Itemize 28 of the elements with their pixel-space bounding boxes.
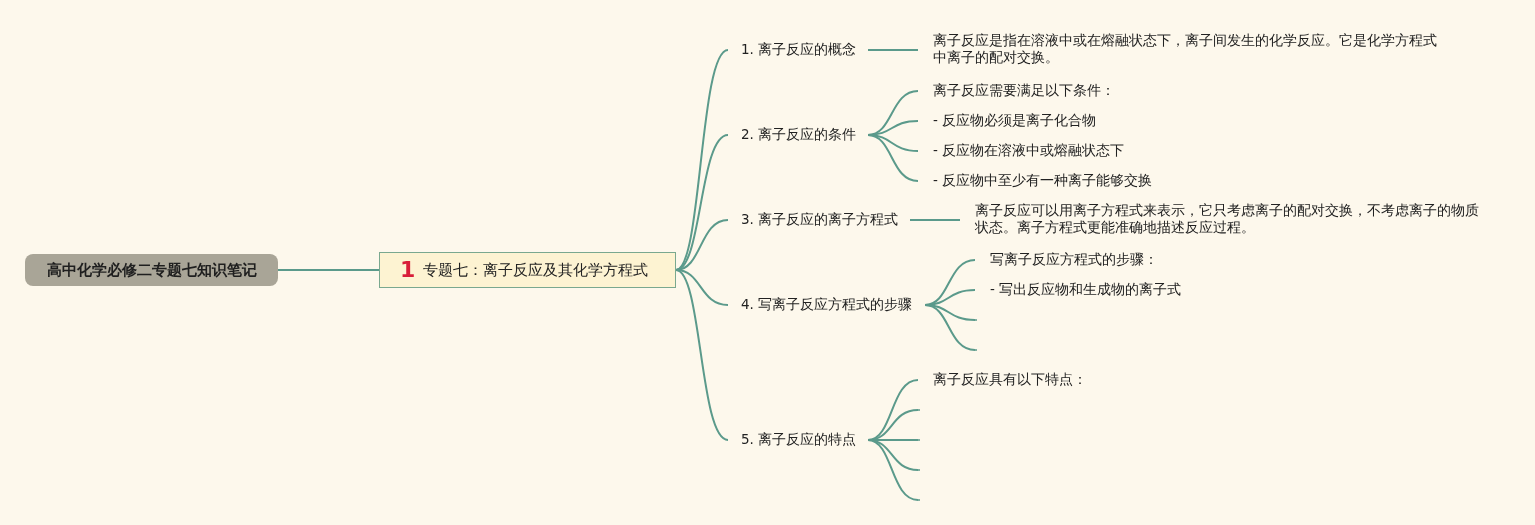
subtopic-text: 2. 离子反应的条件 — [728, 125, 868, 145]
note-text: - 写出反应物和生成物的离子式 — [975, 281, 1182, 298]
note-text: - 反应物必须是离子化合物 — [918, 112, 1097, 129]
branch-line — [867, 49, 919, 51]
note-text: 写离子反应方程式的步骤： — [975, 251, 1158, 268]
priority-marker: 1 — [400, 259, 416, 281]
note-text: 离子反应是指在溶液中或在熔融状态下，离子间发生的化学反应。它是化学方程式中离子的配对交换。 — [918, 32, 1438, 66]
note-text: - 反应物在溶液中或熔融状态下 — [918, 142, 1125, 159]
root-topic: 高中化学必修二专题七知识笔记 — [25, 254, 278, 286]
topic-text: 专题七：离子反应及其化学方程式 — [423, 259, 649, 281]
branch-line — [675, 134, 729, 271]
note-text: - 反应物中至少有一种离子能够交换 — [918, 172, 1153, 189]
note-text: 离子反应可以用离子方程式来表示，它只考虑离子的配对交换，不考虑离子的物质状态。离子方程式更能准确地描述反应过程。 — [960, 202, 1485, 236]
branch-line — [277, 269, 380, 271]
branch-line — [675, 269, 729, 306]
note-text: 离子反应具有以下特点： — [918, 371, 1087, 388]
branch-line — [675, 269, 729, 441]
branch-line — [867, 439, 919, 501]
subtopic-text: 4. 写离子反应方程式的步骤 — [728, 295, 925, 315]
note-text: 离子反应需要满足以下条件： — [918, 82, 1115, 99]
branch-line — [867, 134, 919, 182]
branch-line — [909, 219, 961, 221]
branch-line — [924, 304, 976, 351]
subtopic-text: 3. 离子反应的离子方程式 — [728, 210, 910, 230]
subtopic-text: 1. 离子反应的概念 — [728, 40, 868, 60]
topic-box — [379, 252, 676, 288]
branch-line — [675, 49, 729, 271]
subtopic-text: 5. 离子反应的特点 — [728, 430, 868, 450]
